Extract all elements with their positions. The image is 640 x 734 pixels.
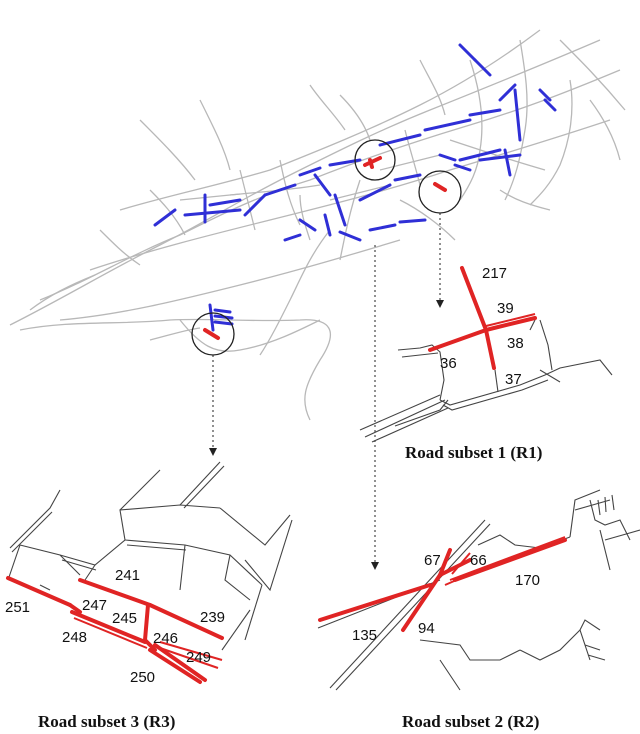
- circle-r2: [354, 139, 396, 181]
- r3-detail: 241 251 247 245 239 248 246 249 250 Road…: [5, 461, 293, 731]
- r3-road-249: [153, 643, 207, 682]
- r2-road-66: [438, 558, 472, 577]
- r1-road-38: [484, 328, 496, 370]
- r2-label-67: 67: [424, 552, 441, 569]
- r3-label-247: 247: [82, 597, 107, 614]
- r2-label-135: 135: [352, 627, 377, 644]
- r3-label-241: 241: [115, 567, 140, 584]
- r3-road-239: [148, 603, 224, 640]
- leader-lines: [209, 213, 444, 570]
- r2-detail: 67 66 170 135 94 Road subset 2 (R2): [317, 489, 640, 731]
- r2-label-94: 94: [418, 620, 435, 637]
- r3-road-241: [78, 578, 152, 607]
- r3-road-247: [68, 603, 82, 614]
- r2-label-66: 66: [470, 552, 487, 569]
- highlighted-roads: [153, 43, 557, 332]
- r1-detail: 217 39 38 36 37 Road subset 1 (R1): [359, 265, 613, 462]
- r3-label-239: 239: [200, 609, 225, 626]
- r3-label-250: 250: [130, 669, 155, 686]
- r3-caption: Road subset 3 (R3): [38, 712, 175, 731]
- r1-road-36: [428, 328, 488, 352]
- r3-road-248: [70, 610, 147, 644]
- r3-label-246: 246: [153, 630, 178, 647]
- r3-road-250: [148, 648, 202, 684]
- r1-caption: Road subset 1 (R1): [405, 443, 542, 462]
- r1-road-39: [484, 316, 537, 332]
- r3-label-248: 248: [62, 629, 87, 646]
- r3-road-245: [143, 603, 150, 642]
- r2-road-170: [453, 538, 567, 582]
- r2-road-67: [438, 548, 452, 577]
- r1-road-217: [460, 266, 488, 332]
- r3-label-251: 251: [5, 599, 30, 616]
- r2-caption: Road subset 2 (R2): [402, 712, 539, 731]
- r1-label-217: 217: [482, 265, 507, 282]
- overview-subset-markers: [203, 156, 447, 340]
- r2-road-94: [401, 573, 442, 632]
- r2-road-135: [318, 583, 432, 622]
- r1-label-37: 37: [505, 371, 522, 388]
- r3-label-249: 249: [186, 649, 211, 666]
- r3-road-251: [6, 576, 72, 607]
- r1-label-39: 39: [497, 300, 514, 317]
- r3-label-245: 245: [112, 610, 137, 627]
- r1-label-36: 36: [440, 355, 457, 372]
- r2-label-170: 170: [515, 572, 540, 589]
- circle-r1: [418, 170, 462, 214]
- overview-network: [9, 29, 626, 421]
- r1-label-38: 38: [507, 335, 524, 352]
